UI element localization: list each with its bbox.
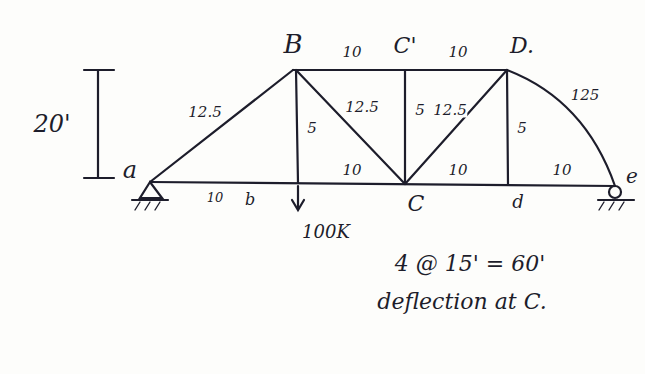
diagonal-member bbox=[296, 70, 405, 184]
diagonal-member bbox=[405, 70, 507, 184]
member-length: 10 bbox=[447, 45, 468, 60]
member-length: 10 bbox=[341, 45, 362, 60]
member-length: 125 bbox=[570, 88, 601, 103]
ground-hatch bbox=[599, 202, 624, 210]
member-length: 5 bbox=[306, 121, 318, 136]
joint-letter: d bbox=[511, 193, 525, 211]
joint-letter: a bbox=[122, 158, 138, 182]
load-arrowhead bbox=[292, 200, 304, 210]
member-length: 10 bbox=[206, 191, 225, 204]
joint-letter: C bbox=[407, 193, 426, 215]
roller-support bbox=[609, 186, 621, 198]
member-length: 10 bbox=[551, 163, 572, 178]
joint-letter: b bbox=[244, 192, 256, 208]
member-length: 12.5 bbox=[432, 103, 467, 118]
vertical-member bbox=[296, 70, 298, 183]
top-chord bbox=[293, 69, 507, 71]
joint-letter: e bbox=[625, 166, 639, 186]
member-length: 5 bbox=[516, 121, 528, 136]
dimension-label: 20' bbox=[32, 112, 71, 136]
ground-hatch bbox=[135, 202, 160, 210]
joint-letter: D. bbox=[509, 35, 535, 57]
load-arrow bbox=[297, 186, 299, 208]
end-member bbox=[150, 70, 293, 182]
end-member bbox=[507, 70, 615, 186]
dimension-tick bbox=[84, 69, 114, 71]
vertical-member bbox=[404, 70, 406, 184]
dimension-line bbox=[97, 70, 99, 178]
member-length: 5 bbox=[414, 103, 426, 118]
member-length: 12.5 bbox=[344, 100, 379, 115]
question-note: deflection at C. bbox=[376, 291, 547, 313]
member-length: 10 bbox=[341, 163, 362, 178]
pin-support bbox=[140, 182, 162, 198]
bottom-chord bbox=[150, 182, 615, 186]
support-ground bbox=[598, 199, 634, 201]
support-ground bbox=[132, 199, 168, 201]
load-label: 100K bbox=[301, 223, 351, 241]
joint-letter: B bbox=[282, 31, 303, 57]
member-length: 10 bbox=[447, 163, 468, 178]
dimension-tick bbox=[84, 177, 114, 179]
span-note: 4 @ 15' = 60' bbox=[394, 253, 547, 275]
joint-letter: C' bbox=[393, 35, 418, 57]
member-length: 12.5 bbox=[187, 105, 222, 120]
vertical-member bbox=[507, 70, 508, 185]
